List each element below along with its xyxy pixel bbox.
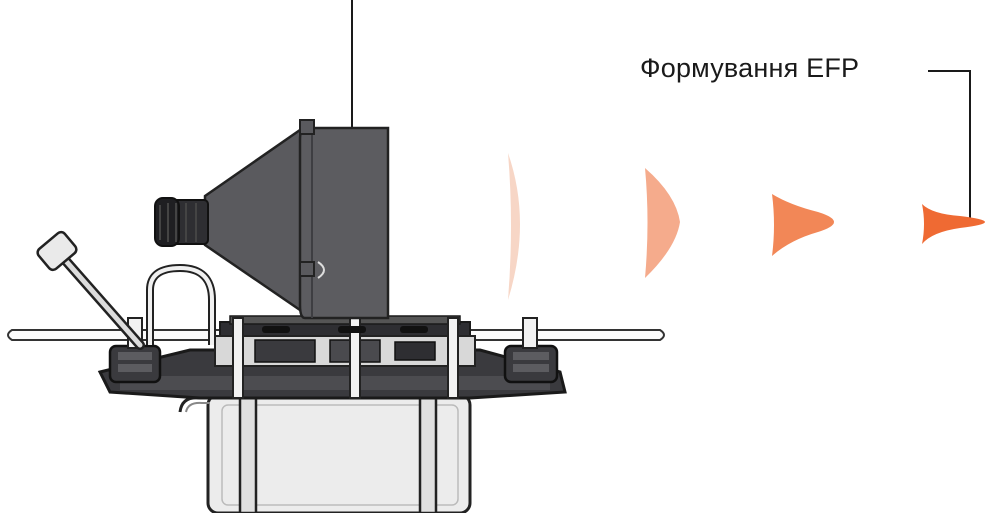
motor-right (503, 317, 559, 384)
efp-label: Формування EFP (640, 53, 860, 83)
efp-stage-4 (922, 204, 985, 244)
efp-stage-3 (772, 194, 834, 256)
fpv-drone (7, 119, 665, 513)
efp-stage-1 (508, 153, 520, 300)
frame (97, 315, 567, 400)
efp-formation (508, 153, 985, 300)
efp-stage-2 (645, 168, 680, 278)
antenna (36, 230, 145, 350)
warhead (154, 119, 390, 320)
efp-leader-line (928, 70, 971, 220)
battery-pack (178, 390, 472, 513)
cable-loop (146, 263, 216, 345)
